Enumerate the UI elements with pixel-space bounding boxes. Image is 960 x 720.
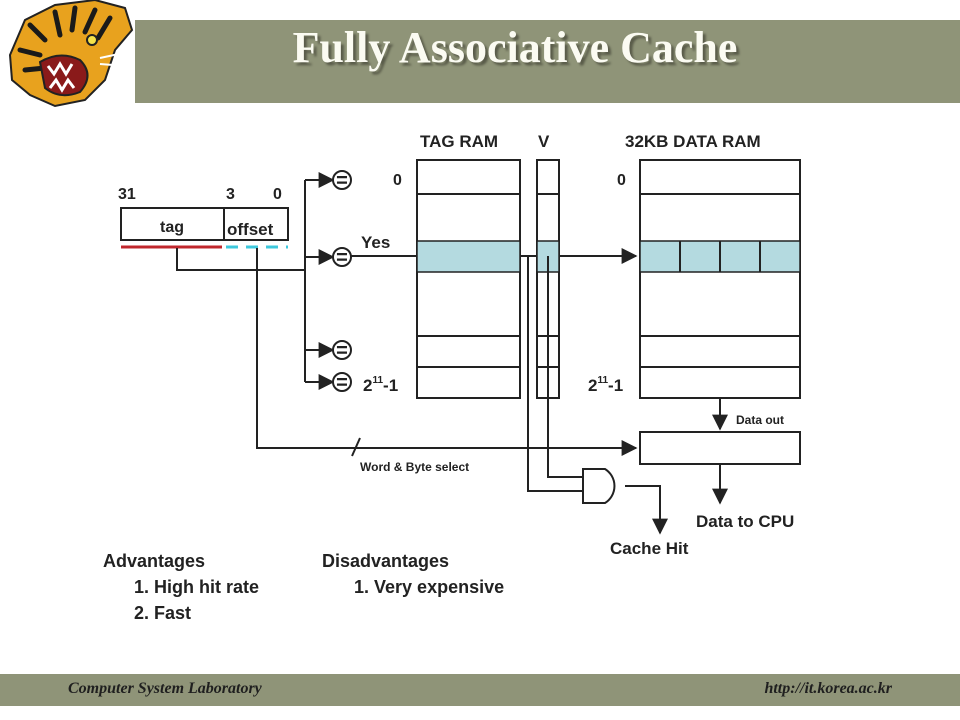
offset-label: offset bbox=[227, 220, 274, 239]
disadvantages-header: Disadvantages bbox=[322, 551, 450, 571]
data-ram bbox=[639, 159, 801, 399]
data-ram-header: 32KB DATA RAM bbox=[625, 132, 761, 151]
valid-hit-line bbox=[547, 256, 583, 478]
tag-ram-hit-row bbox=[416, 240, 521, 273]
footer-lab-name: Computer System Laboratory bbox=[68, 680, 262, 697]
tag-ram bbox=[416, 159, 521, 399]
slide-title: Fully Associative Cache bbox=[292, 23, 738, 72]
bit-31-label: 31 bbox=[118, 186, 136, 203]
comparator-4: = bbox=[332, 372, 352, 394]
advantage-item-1: 1. High hit rate bbox=[134, 577, 260, 597]
tag-ram-first-index: 0 bbox=[393, 172, 402, 189]
data-ram-last-index: 211-1 bbox=[588, 375, 623, 395]
tag-hit-line bbox=[527, 256, 583, 492]
word-byte-select-label: Word & Byte select bbox=[360, 460, 469, 474]
comparator-2: = bbox=[332, 247, 352, 269]
bit-0-label: 0 bbox=[273, 186, 282, 203]
top-band bbox=[0, 0, 960, 20]
offset-line bbox=[256, 248, 638, 456]
advantage-item-2: 2. Fast bbox=[134, 603, 192, 623]
title-band bbox=[135, 20, 960, 103]
data-to-cpu-label: Data to CPU bbox=[696, 512, 794, 531]
offset-field bbox=[223, 207, 289, 241]
footer-band bbox=[0, 674, 960, 706]
and-gate-icon bbox=[582, 468, 616, 504]
comparator-3: = bbox=[332, 340, 352, 362]
tag-field bbox=[120, 207, 225, 241]
disadvantage-item-1: 1. Very expensive bbox=[354, 577, 505, 597]
tag-label: tag bbox=[160, 219, 184, 236]
svg-text:=: = bbox=[336, 247, 348, 269]
cache-hit-label: Cache Hit bbox=[610, 539, 689, 558]
word-byte-mux bbox=[639, 431, 801, 465]
data-out-label: Data out bbox=[736, 413, 784, 427]
data-ram-first-index: 0 bbox=[617, 172, 626, 189]
svg-text:=: = bbox=[336, 170, 348, 192]
valid-header: V bbox=[538, 132, 550, 151]
yes-label: Yes bbox=[361, 233, 390, 252]
tag-ram-last-index: 211-1 bbox=[363, 375, 398, 395]
advantages-header: Advantages bbox=[103, 551, 206, 571]
footer-url[interactable]: http://it.korea.ac.kr bbox=[764, 680, 892, 697]
bit-3-label: 3 bbox=[226, 186, 235, 203]
cache-hit-arrow bbox=[625, 485, 668, 535]
tag-bus bbox=[176, 248, 305, 271]
tiger-logo-icon bbox=[8, 0, 134, 108]
comparator-1: = bbox=[332, 170, 352, 192]
bus-slash bbox=[351, 437, 361, 457]
svg-text:=: = bbox=[336, 372, 348, 394]
svg-text:=: = bbox=[336, 340, 348, 362]
tag-ram-header: TAG RAM bbox=[420, 132, 498, 151]
